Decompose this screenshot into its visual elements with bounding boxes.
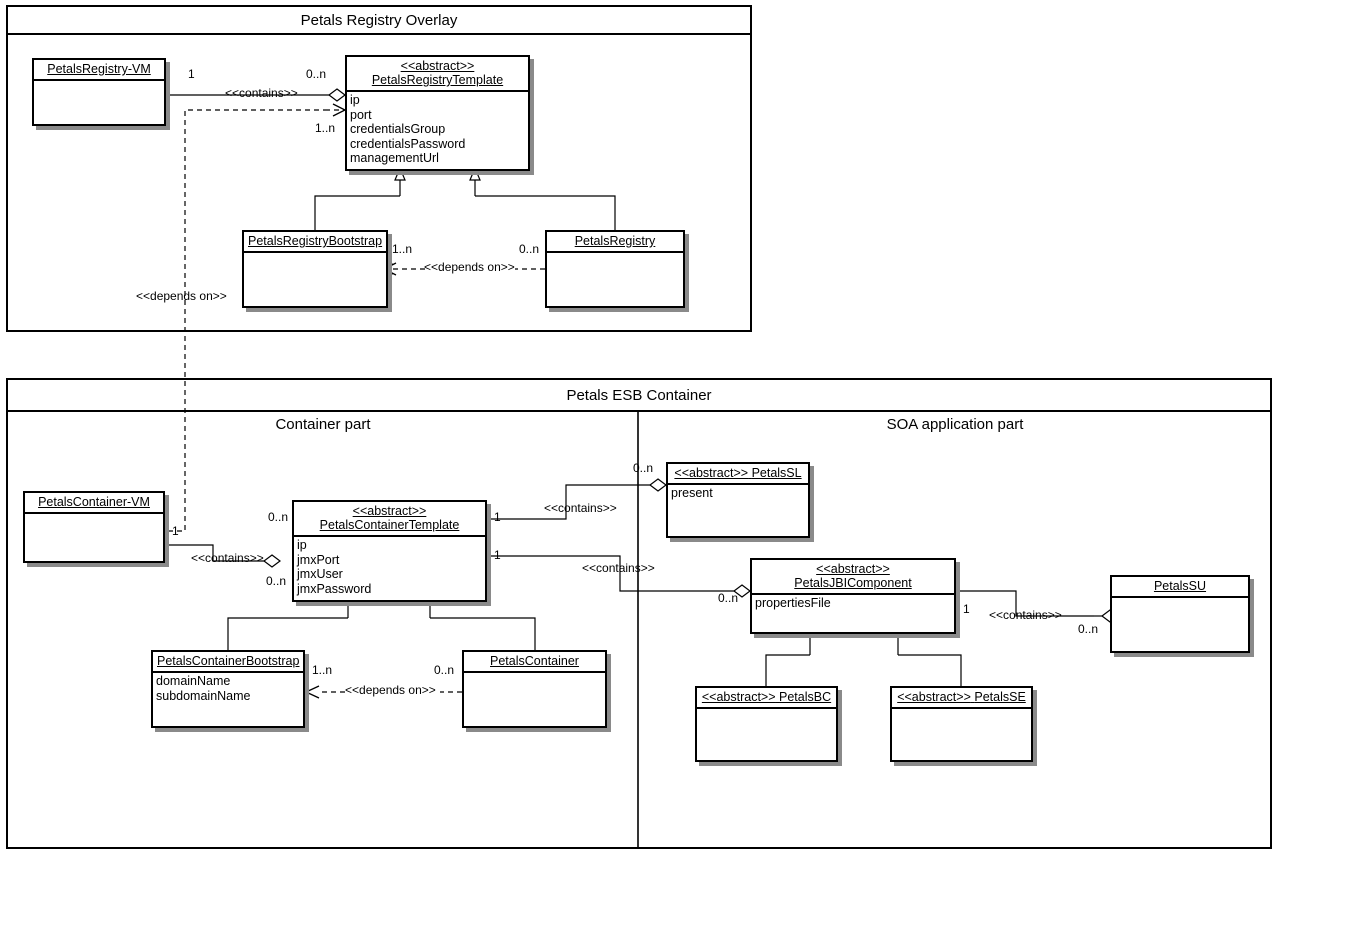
class-petals-se[interactable]: <<abstract>> PetalsSE [890, 686, 1033, 762]
package-esb-container-title: Petals ESB Container [8, 380, 1270, 412]
class-name-petals-container: PetalsContainer [464, 652, 605, 673]
class-petals-registry[interactable]: PetalsRegistry [545, 230, 685, 308]
class-name-petals-su: PetalsSU [1112, 577, 1248, 598]
package-registry-overlay-title: Petals Registry Overlay [8, 7, 750, 35]
class-petals-bc[interactable]: <<abstract>> PetalsBC [695, 686, 838, 762]
class-attrs-petals-registry-bootstrap [244, 253, 386, 256]
class-attrs-petals-bc [697, 709, 836, 712]
mult-jbi-contains-su-source: 1 [963, 602, 970, 616]
class-attrs-petals-registry-vm [34, 81, 164, 84]
label-template-contains-jbi: <<contains>> [582, 561, 655, 575]
mult-contvm-contains-target: 0..n [266, 574, 287, 588]
class-petals-su[interactable]: PetalsSU [1110, 575, 1250, 653]
class-petals-registry-vm[interactable]: PetalsRegistry-VM [32, 58, 166, 126]
class-petals-jbi-component[interactable]: <<abstract>> PetalsJBIComponent properti… [750, 558, 956, 634]
mult-template-contains-jbi-source: 1 [494, 548, 501, 562]
mult-regvm-contains-target: 0..n [306, 67, 327, 81]
mult-regvm-contains-source: 1 [188, 67, 195, 81]
mult-regbootstrap-depends-source: 1..n [392, 242, 413, 256]
class-attrs-petals-container-bootstrap: domainName subdomainName [156, 674, 251, 703]
label-contbootstrap-depends: <<depends on>> [345, 683, 436, 697]
class-name-petals-registry-template: <<abstract>> PetalsRegistryTemplate [347, 57, 528, 92]
label-jbi-contains-su: <<contains>> [989, 608, 1062, 622]
package-esb-container: Petals ESB Container [6, 378, 1272, 849]
class-name-petals-jbi-component: <<abstract>> PetalsJBIComponent [752, 560, 954, 595]
class-name-petals-registry-vm: PetalsRegistry-VM [34, 60, 164, 81]
class-attrs-petals-container-template: ip jmxPort jmxUser jmxPassword [297, 538, 372, 596]
package-registry-overlay: Petals Registry Overlay [6, 5, 752, 332]
mult-template-contains-sl-source: 1 [494, 510, 501, 524]
class-name-petals-sl: <<abstract>> PetalsSL [668, 464, 808, 485]
subtitle-soa-application-part: SOA application part [886, 416, 1024, 433]
label-contvm-contains: <<contains>> [191, 551, 264, 565]
class-attrs-petals-sl: present [671, 486, 713, 500]
class-attrs-petals-container [464, 673, 605, 676]
class-name-petals-container-template: <<abstract>> PetalsContainerTemplate [294, 502, 485, 537]
label-regbootstrap-depends: <<depends on>> [424, 260, 515, 274]
mult-jbi-contains-su-target: 0..n [1078, 622, 1099, 636]
class-petals-sl[interactable]: <<abstract>> PetalsSL present [666, 462, 810, 538]
mult-contbootstrap-depends-target: 0..n [434, 663, 455, 677]
mult-container-template-top: 0..n [268, 510, 289, 524]
class-petals-registry-template[interactable]: <<abstract>> PetalsRegistryTemplate ip p… [345, 55, 530, 171]
subtitle-container-part: Container part [275, 416, 371, 433]
class-attrs-petals-su [1112, 598, 1248, 601]
class-name-petals-registry: PetalsRegistry [547, 232, 683, 253]
label-template-contains-sl: <<contains>> [544, 501, 617, 515]
class-petals-container-bootstrap[interactable]: PetalsContainerBootstrap domainName subd… [151, 650, 305, 728]
class-petals-container-vm[interactable]: PetalsContainer-VM [23, 491, 165, 563]
class-name-petals-container-bootstrap: PetalsContainerBootstrap [153, 652, 303, 673]
mult-template-contains-jbi-target: 0..n [718, 591, 739, 605]
class-attrs-petals-jbi-component: propertiesFile [755, 596, 831, 610]
label-regvm-contains: <<contains>> [225, 86, 298, 100]
class-name-petals-bc: <<abstract>> PetalsBC [697, 688, 836, 709]
class-name-petals-registry-bootstrap: PetalsRegistryBootstrap [244, 232, 386, 253]
class-attrs-petals-se [892, 709, 1031, 712]
mult-contvm-contains-source: 1 [172, 524, 179, 538]
mult-template-contains-sl-target: 0..n [633, 461, 654, 475]
class-petals-container-template[interactable]: <<abstract>> PetalsContainerTemplate ip … [292, 500, 487, 602]
label-containervm-depends-registry: <<depends on>> [136, 289, 227, 303]
class-name-petals-container-vm: PetalsContainer-VM [25, 493, 163, 514]
mult-contbootstrap-depends-source: 1..n [312, 663, 333, 677]
class-attrs-petals-registry [547, 253, 683, 256]
class-attrs-petals-container-vm [25, 514, 163, 517]
class-petals-registry-bootstrap[interactable]: PetalsRegistryBootstrap [242, 230, 388, 308]
class-name-petals-se: <<abstract>> PetalsSE [892, 688, 1031, 709]
mult-containervm-depends-target: 1..n [315, 121, 336, 135]
class-petals-container[interactable]: PetalsContainer [462, 650, 607, 728]
mult-regbootstrap-depends-target: 0..n [519, 242, 540, 256]
class-attrs-petals-registry-template: ip port credentialsGroup credentialsPass… [350, 93, 466, 165]
